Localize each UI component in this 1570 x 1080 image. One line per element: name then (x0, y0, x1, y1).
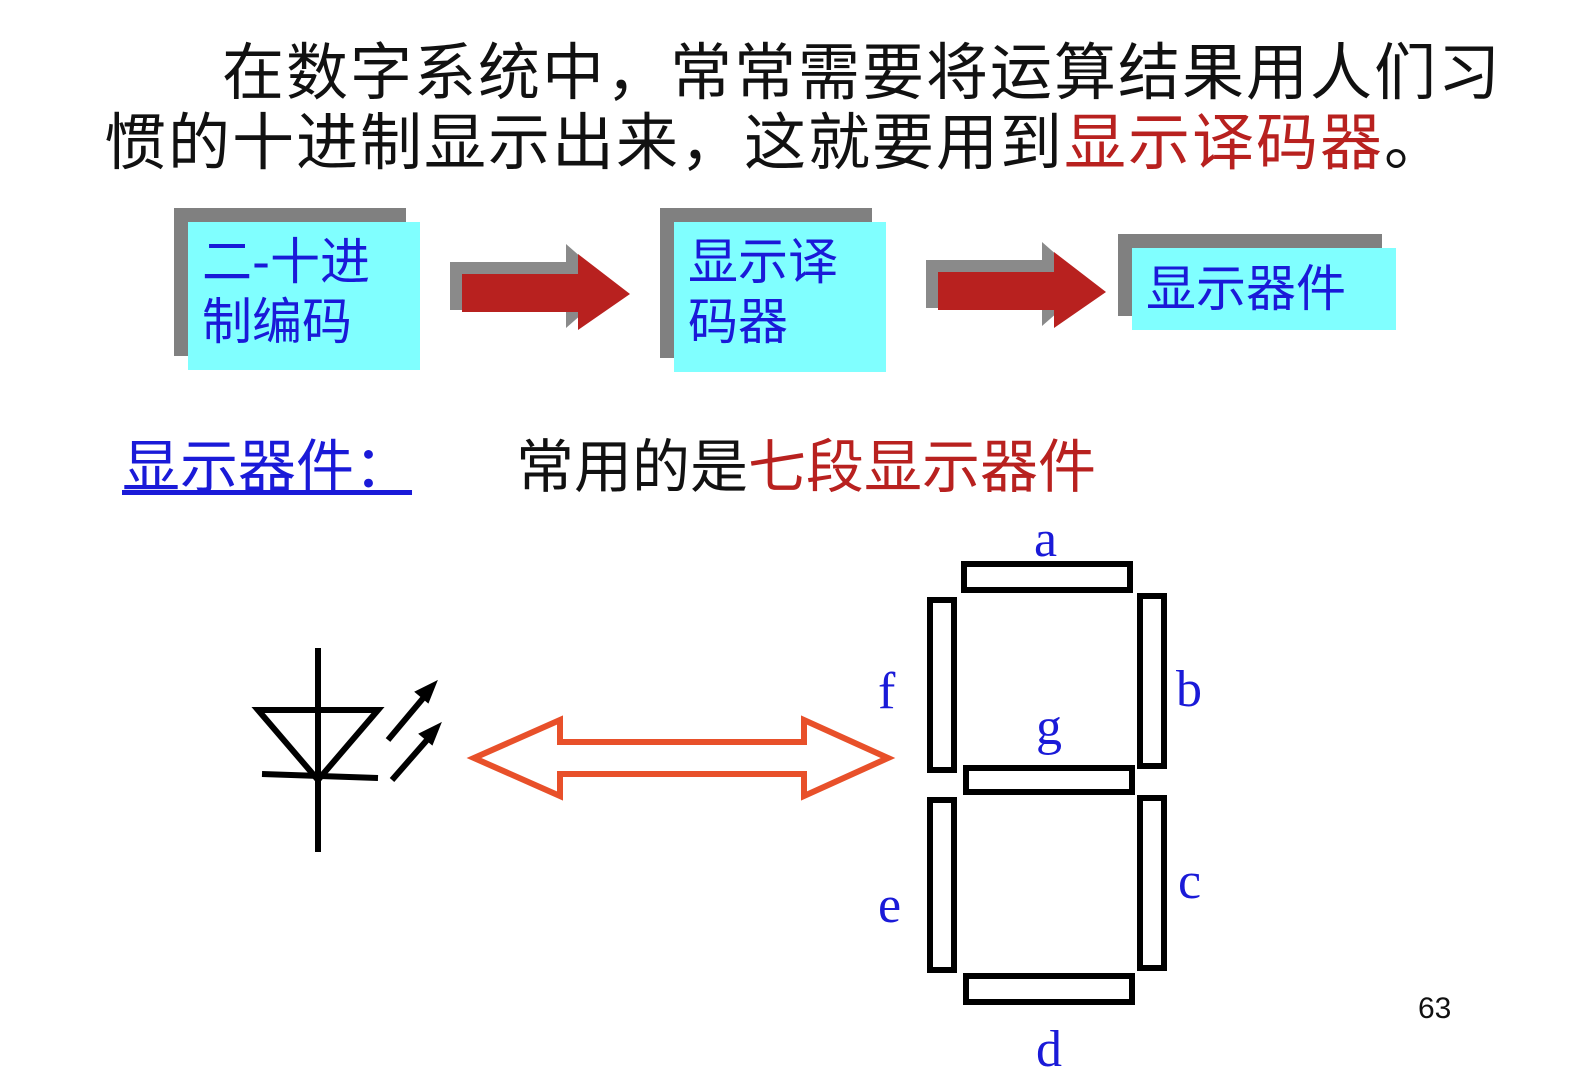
light-ray-2-head (418, 721, 442, 746)
display-decoder-line-1: 显示译 (688, 233, 838, 291)
intro-line-2-end: 。 (1384, 106, 1449, 179)
segment-b (1137, 593, 1167, 769)
segment-label-d: d (1036, 1021, 1062, 1078)
flow-arrow-2 (926, 242, 1106, 328)
segment-c (1137, 795, 1167, 971)
segment-a (961, 561, 1133, 593)
common-prefix: 常用的是 (516, 433, 749, 501)
bcd-encoder-line-2: 制编码 (202, 293, 352, 351)
intro-line-2-text: 惯的十进制显示出来，这就要用到 (104, 106, 1065, 179)
segment-label-f: f (878, 663, 896, 720)
led-bar (261, 771, 379, 781)
segment-label-b: b (1176, 661, 1202, 718)
display-device-label: 显示器件 (1146, 260, 1346, 318)
segment-d (963, 973, 1135, 1005)
segment-f (927, 597, 957, 773)
box-face: 显示译 码器 (674, 222, 886, 372)
led-icon (251, 648, 442, 852)
light-ray-1-head (414, 679, 438, 704)
display-decoder-line-2: 码器 (688, 293, 788, 351)
page-number: 63 (1418, 992, 1452, 1025)
led-triangle (251, 707, 385, 785)
segment-label-c: c (1178, 853, 1201, 910)
intro-line-1: 在数字系统中，常常需要将运算结果用人们习 (222, 36, 1503, 109)
flow-arrow-2-body (938, 252, 1106, 328)
display-device-heading: 显示器件： (122, 433, 413, 501)
display-decoder-highlight: 显示译码器 (1064, 106, 1385, 179)
segment-label-g: g (1036, 699, 1062, 756)
seven-segment-display (927, 561, 1167, 1005)
box-face: 二-十进 制编码 (188, 222, 420, 370)
segment-e (927, 797, 957, 973)
intro-line-2: 惯的十进制显示出来，这就要用到显示译码器。 (104, 112, 1448, 174)
common-device-text: 常用的是七段显示器件 (516, 433, 1097, 501)
flow-arrow-1 (450, 244, 630, 330)
segment-g (963, 765, 1135, 795)
seven-segment-highlight: 七段显示器件 (748, 433, 1097, 501)
segment-label-a: a (1034, 511, 1057, 568)
box-face: 显示器件 (1132, 248, 1396, 330)
bcd-encoder-line-1: 二-十进 (202, 233, 371, 291)
double-arrow-icon (466, 715, 896, 801)
flow-arrow-1-body (462, 254, 630, 330)
segment-label-e: e (878, 877, 901, 934)
